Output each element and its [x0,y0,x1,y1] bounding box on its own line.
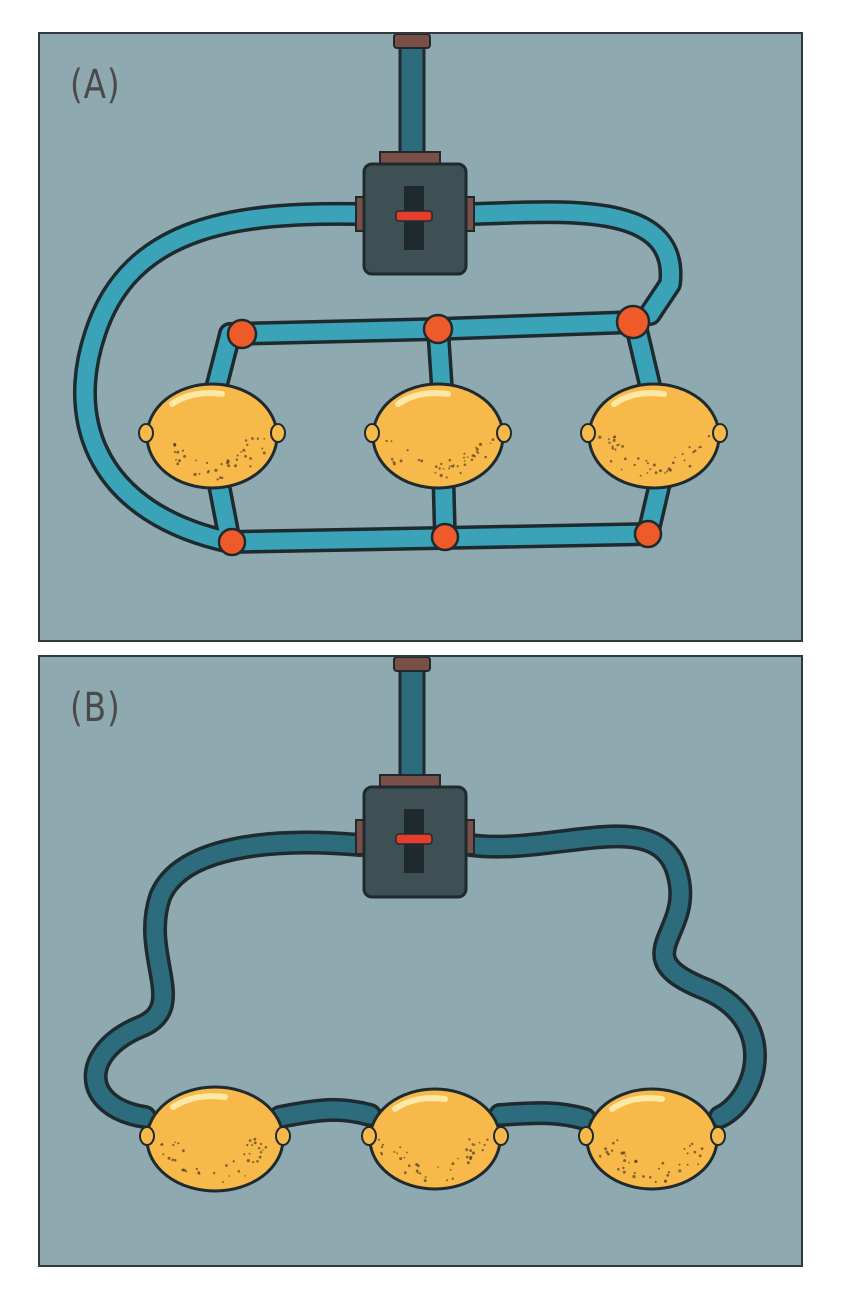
junction-node-icon [432,524,458,550]
cord-plug-icon [394,657,430,671]
panel-b-series-circuit: (B) [38,655,803,1267]
power-cord [400,34,424,166]
junction-node-icon [219,529,245,555]
power-cord [400,657,424,787]
panel-b-label: (B) [70,685,121,731]
junction-node-icon [424,315,452,343]
junction-node-icon [617,306,649,338]
light-bulb-socket-icon [356,152,474,274]
junction-node-icon [635,521,661,547]
light-bulb-socket-icon [356,775,474,897]
panel-a-illustration [40,34,803,642]
panel-a-parallel-circuit: (A) [38,32,803,642]
panel-b-illustration [40,657,803,1267]
cord-plug-icon [394,34,430,48]
panel-a-label: (A) [70,62,120,108]
junction-node-icon [228,320,256,348]
